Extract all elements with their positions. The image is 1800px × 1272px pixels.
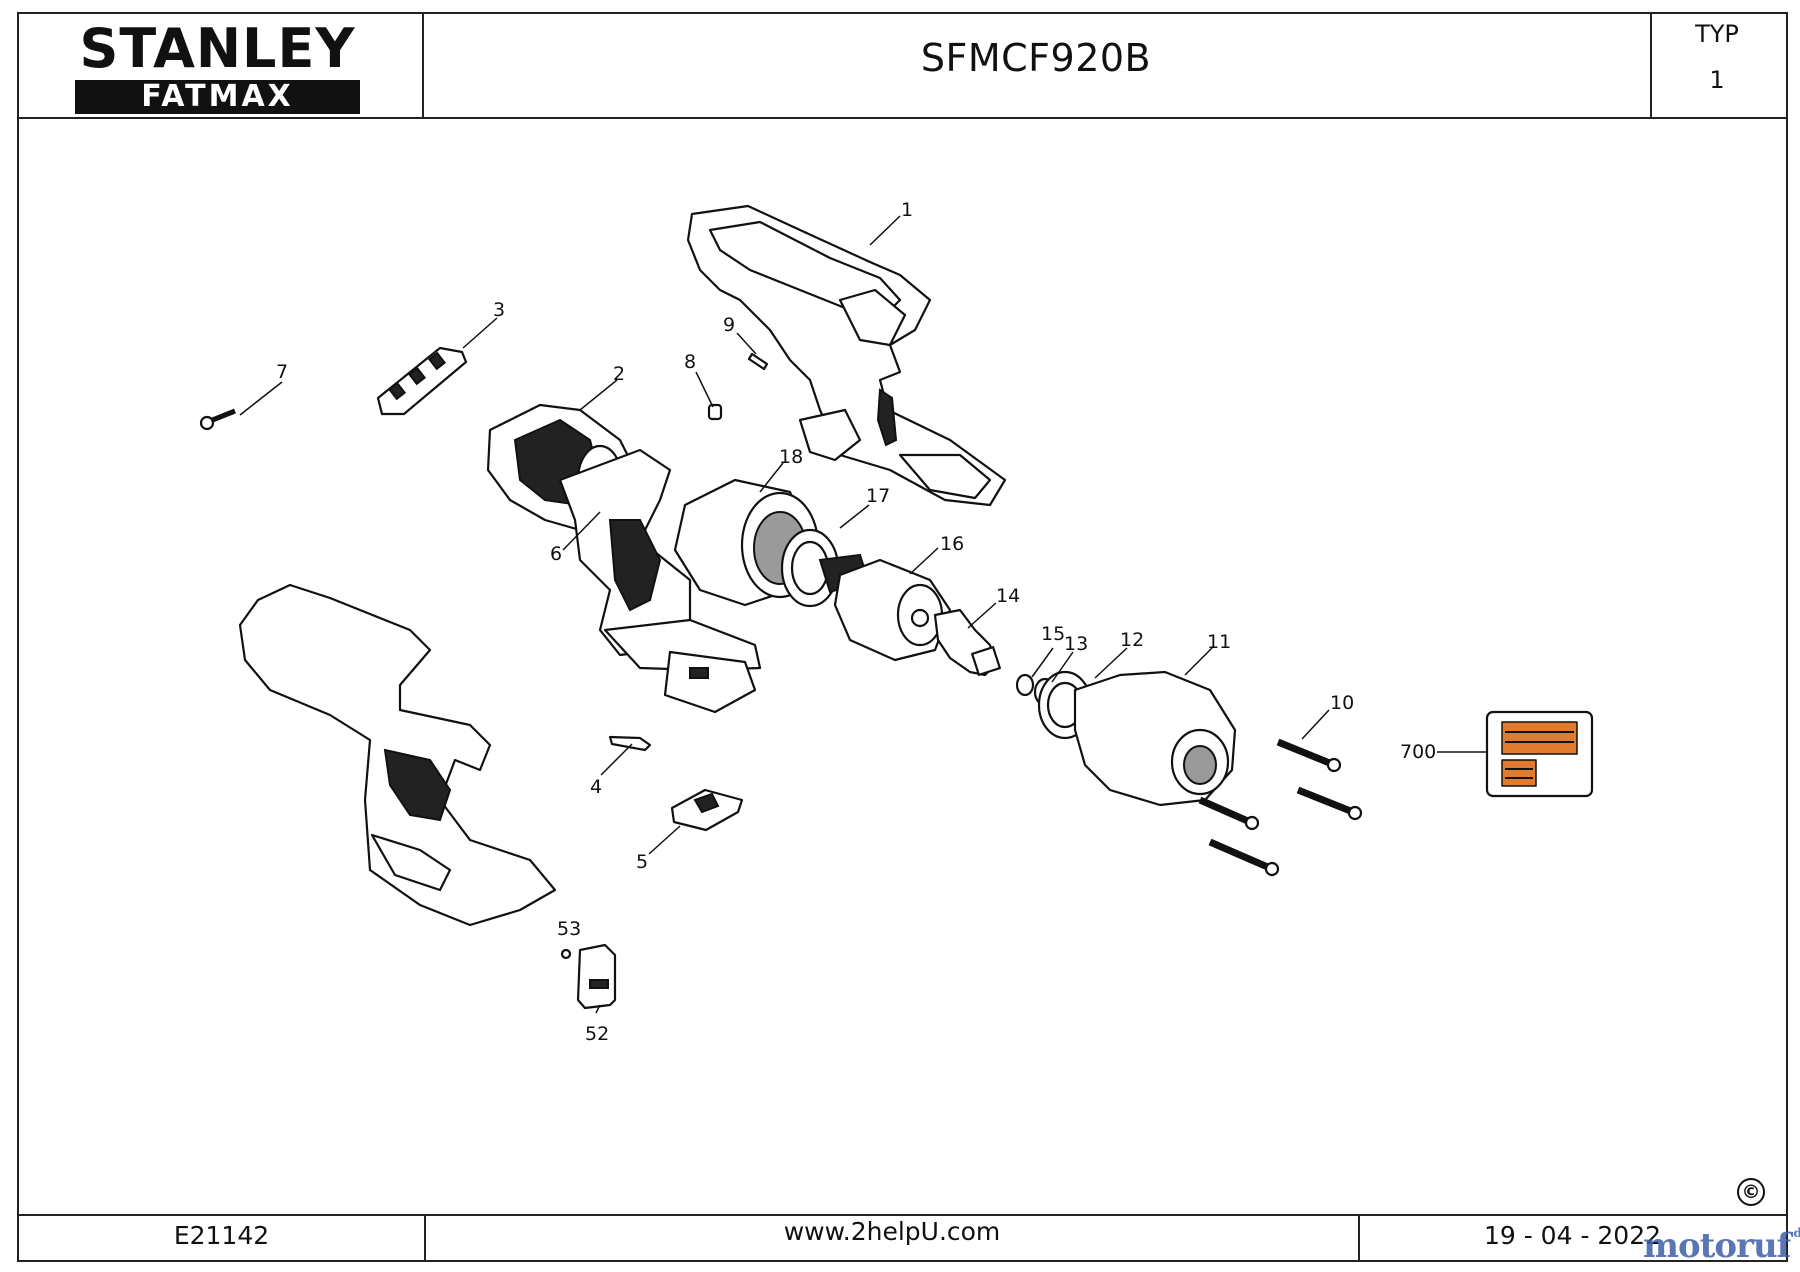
- part-o-ring[interactable]: [1015, 673, 1035, 697]
- part-badge[interactable]: [376, 346, 468, 416]
- part-housing-left[interactable]: [238, 583, 557, 927]
- model-number: SFMCF920B: [920, 36, 1152, 80]
- callout-11: 11: [1207, 631, 1231, 653]
- part-screw[interactable]: [199, 408, 236, 431]
- part-gear-case[interactable]: [1073, 670, 1237, 807]
- callout-18: 18: [779, 446, 803, 468]
- document-id: E21142: [173, 1221, 270, 1250]
- document-date: 19 - 04 - 2022: [1483, 1221, 1662, 1250]
- callout-16: 16: [940, 533, 964, 555]
- callout-53: 53: [557, 918, 581, 940]
- watermark-text: motoruf: [1643, 1226, 1791, 1266]
- callout-5: 5: [636, 851, 648, 873]
- part-clip[interactable]: [608, 735, 652, 752]
- callout-12: 12: [1120, 629, 1144, 651]
- part-belt-hook-screw[interactable]: [560, 948, 572, 960]
- callout-52: 52: [585, 1023, 609, 1045]
- header-logo-divider: [422, 12, 424, 118]
- leader-lines: [239, 215, 1487, 1014]
- part-anvil[interactable]: [933, 608, 1001, 677]
- part-label-set[interactable]: [1485, 710, 1594, 798]
- part-screw-small[interactable]: [707, 403, 723, 421]
- part-screws-long[interactable]: [1198, 738, 1363, 877]
- callout-2: 2: [613, 363, 625, 385]
- brand-name: STANLEY: [79, 17, 356, 80]
- watermark-tld: .de: [1790, 1226, 1800, 1240]
- part-pin[interactable]: [747, 352, 769, 371]
- footer-divider-left: [424, 1214, 426, 1262]
- callout-1: 1: [901, 199, 913, 221]
- callout-14: 14: [996, 585, 1020, 607]
- callout-10: 10: [1330, 692, 1354, 714]
- callout-7: 7: [276, 361, 288, 383]
- callout-3: 3: [493, 299, 505, 321]
- callout-8: 8: [684, 351, 696, 373]
- callout-700: 700: [1400, 741, 1436, 763]
- watermark-logo: motoruf.de: [1643, 1226, 1800, 1266]
- callout-17: 17: [866, 485, 890, 507]
- part-switch-pad[interactable]: [670, 788, 744, 832]
- type-value: 1: [1709, 66, 1725, 94]
- drawing-frame: [17, 12, 1788, 1262]
- callout-6: 6: [550, 543, 562, 565]
- part-housing-right[interactable]: [686, 204, 1007, 507]
- part-belt-hook[interactable]: [576, 943, 617, 1010]
- website-link[interactable]: www.2helpU.com: [783, 1217, 1001, 1246]
- type-label: TYP: [1695, 20, 1739, 48]
- header-typ-divider: [1650, 12, 1652, 118]
- brand-subname: FATMAX: [75, 80, 360, 114]
- footer-divider-right: [1358, 1214, 1360, 1262]
- header-divider: [17, 117, 1788, 119]
- brand-logo: STANLEY FATMAX: [75, 20, 360, 116]
- callout-labels: 1 2 3 4 5 6 7 8 9 10 11 12 13 14 15 16 1…: [276, 199, 1436, 1045]
- callout-9: 9: [723, 314, 735, 336]
- footer-divider: [17, 1214, 1788, 1216]
- copyright-icon: ©: [1737, 1178, 1765, 1206]
- callout-13: 13: [1064, 633, 1088, 655]
- callout-15: 15: [1041, 623, 1065, 645]
- part-hammer[interactable]: [833, 558, 952, 662]
- part-switch[interactable]: [558, 448, 762, 714]
- callout-4: 4: [590, 776, 602, 798]
